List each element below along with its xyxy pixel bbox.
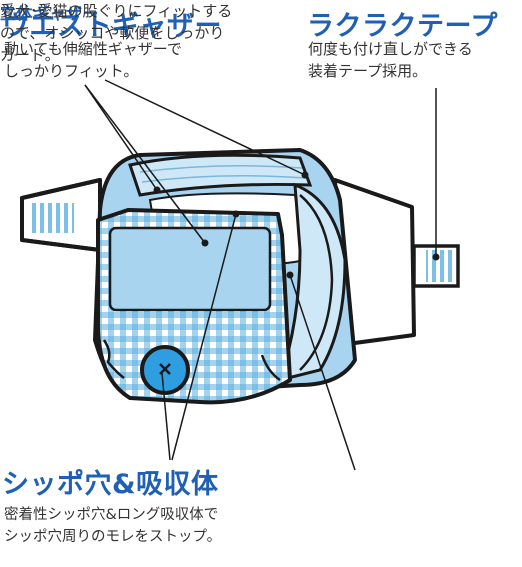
waist-gather-line-1: 動いても伸縮性ギャザーで [4, 40, 182, 58]
standing-gather-description: 愛犬･愛猫の股ぐりにフィットする ので、オシッコや軟便をしっかり ガード。 [0, 0, 232, 66]
standing-gather-line-1: 愛犬･愛猫の股ぐりにフィットする [0, 2, 233, 20]
right-tape [333, 178, 460, 347]
leader-lines [84, 79, 437, 471]
easy-tape-heading: ラクラクテープ [307, 11, 498, 42]
waist-gather-description: 動いても伸縮性ギャザーで しっかりフィット。 [4, 38, 182, 82]
left-side-tab [20, 178, 102, 252]
easy-tape-description: 何度も付け直しができる 装着テープ採用。 [308, 38, 473, 82]
easy-tape-line-2: 装着テープ採用。 [308, 62, 428, 80]
tail-hole-line-2: シッポ穴周りのモレをストップ。 [4, 529, 222, 545]
waist-gather-heading: ウエストギャザー [2, 11, 222, 42]
leader-dots [153, 171, 440, 279]
tail-hole-description: 密着性シッポ穴&ロング吸収体で シッポ穴周りのモレをストップ。 [4, 504, 221, 548]
tail-hole-line-1: 密着性シッポ穴&ロング吸収体で [4, 507, 219, 523]
easy-tape-line-1: 何度も付け直しができる [308, 40, 473, 58]
standing-gather-heading: 立体ギャザー [0, 4, 100, 23]
standing-gather-line-2: ので、オシッコや軟便をしっかり [0, 24, 225, 42]
standing-gather-line-3: ガード。 [0, 46, 60, 64]
tail-hole-heading: シッポ穴&吸収体 [2, 469, 219, 500]
waist-gather-line-2: しっかりフィット。 [4, 62, 139, 80]
tail-hole [140, 345, 190, 395]
